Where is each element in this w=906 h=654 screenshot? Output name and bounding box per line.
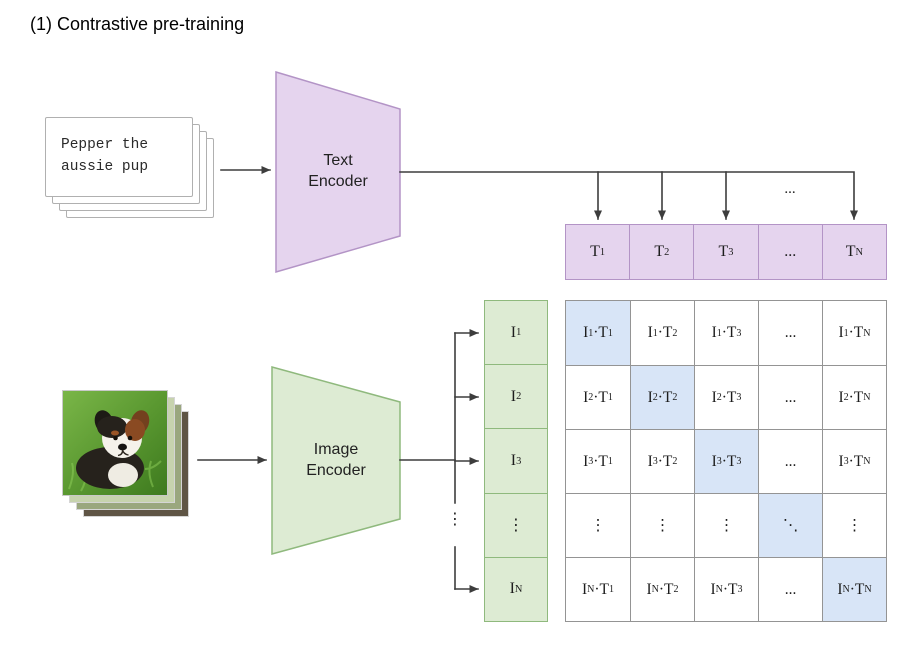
top-ellipsis: ... <box>784 181 796 197</box>
text-embedding-cell: ... <box>757 225 822 279</box>
image-encoder-label: Image Encoder <box>306 440 366 479</box>
text-encoder-label: Text Encoder <box>308 152 368 190</box>
text-card-front: Pepper the aussie pup <box>45 117 193 197</box>
matrix-cell: ⋱ <box>758 493 822 557</box>
matrix-cell: ... <box>758 557 822 621</box>
matrix-cell: ⋮ <box>822 493 886 557</box>
matrix-cell: ⋮ <box>694 493 758 557</box>
matrix-cell: ... <box>758 301 822 365</box>
matrix-cell: ⋮ <box>630 493 694 557</box>
image-embedding-cell: ⋮ <box>485 492 547 557</box>
matrix-cell: ⋮ <box>566 493 630 557</box>
matrix-cell: ... <box>758 365 822 429</box>
text-caption-line: aussie pup <box>61 159 149 176</box>
puppy-illustration <box>63 391 167 495</box>
matrix-cell: ... <box>758 429 822 493</box>
figure-title: (1) Contrastive pre-training <box>30 14 245 34</box>
image-input-stack <box>62 390 192 520</box>
branch-ellipsis: ⋮ <box>447 511 463 528</box>
text-input-stack: Pepper the aussie pup <box>45 117 217 221</box>
puppy-photo <box>62 390 168 496</box>
text-caption-line: Pepper the <box>61 137 149 153</box>
